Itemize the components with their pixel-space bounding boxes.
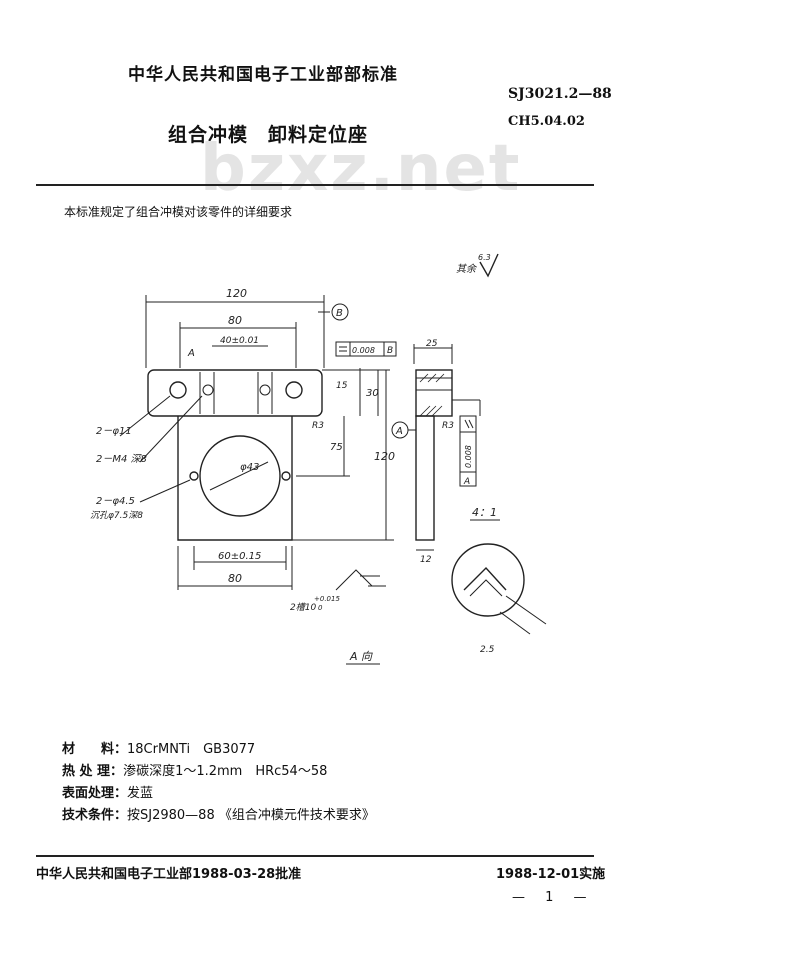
classification-code: CH5.04.02: [508, 114, 585, 129]
view-a-label: A 向: [349, 650, 373, 663]
datum-b-label: B: [336, 308, 343, 319]
issuing-organization: 中华人民共和国电子工业部部标准: [128, 65, 398, 85]
parallelism-tolerance-frame: 0.008 A: [452, 399, 481, 487]
callout-counterbore: 沉孔φ7.5深8: [90, 510, 143, 521]
spec-surface-value: 发蓝: [127, 786, 154, 801]
groove-tolerance: +0.015: [314, 595, 340, 603]
groove-detail: 2槽10 +0.015 0: [290, 569, 386, 613]
dim-40: 40±0.01: [220, 336, 259, 346]
vertical-dimensions: 15 30 75 120 R3: [292, 368, 395, 541]
dim-phi43: φ43: [240, 462, 259, 473]
spec-technical-conditions: 技术条件：按SJ2980—88 《组合冲模元件技术要求》: [62, 804, 375, 823]
roughness-value: 6.3: [478, 253, 491, 262]
groove-label: 2槽10: [290, 602, 316, 613]
dim-30: 30: [366, 388, 379, 399]
dim-12: 12: [420, 555, 432, 565]
callout-m4: 2－M4 深8: [96, 453, 147, 465]
dim-120-vertical: 120: [374, 450, 395, 463]
top-dimensions: 120 80 40±0.01 A: [145, 287, 325, 368]
spec-surface-label: 表面处理：: [62, 786, 128, 801]
dim-r3-side: R3: [442, 421, 454, 431]
dim-2-5: 2.5: [480, 645, 495, 655]
parallelism-ref: A: [463, 477, 470, 487]
intro-text: 本标准规定了组合冲模对该零件的详细要求: [64, 205, 293, 219]
spec-heat-treatment-value: 渗碳深度1～1.2mm HRc54～58: [123, 764, 328, 779]
section-label-a: A: [187, 348, 195, 359]
flatness-tolerance-frame: 0.008 B: [335, 341, 397, 357]
dim-120: 120: [226, 287, 247, 300]
flatness-value: 0.008: [352, 346, 375, 355]
roughness-note: 其余: [456, 263, 478, 275]
page-number: — 1 —: [512, 890, 595, 905]
bottom-dimensions: 60±0.15 80: [177, 546, 293, 590]
watermark: bzxz.net: [200, 132, 522, 206]
dim-15: 15: [336, 381, 348, 391]
dim-60: 60±0.15: [218, 551, 261, 562]
dim-80-top: 80: [228, 314, 242, 327]
effective-date: 1988-12-01实施: [496, 867, 606, 882]
callout-phi45: 2－φ4.5: [96, 496, 135, 507]
groove-tolerance-zero: 0: [318, 604, 323, 612]
part-front-view: φ43: [147, 369, 323, 541]
spec-heat-treatment: 热 处 理：渗碳深度1～1.2mm HRc54～58: [62, 760, 327, 779]
datum-b: B: [318, 303, 349, 321]
spec-surface: 表面处理：发蓝: [62, 782, 153, 801]
spec-material: 材 料：18CrMNTi GB3077: [62, 738, 255, 757]
spec-technical-conditions-label: 技术条件：: [62, 808, 128, 823]
scale-label: 4：1: [472, 506, 497, 519]
detail-view: 4：1 2.5: [451, 506, 547, 655]
header-divider: [36, 184, 594, 186]
dim-80-bottom: 80: [228, 572, 242, 585]
standard-code: SJ3021.2—88: [508, 86, 612, 102]
footer-divider: [36, 855, 594, 857]
roughness-mark: 其余 6.3: [456, 253, 499, 278]
part-side-view: 25 R3 12 A: [391, 339, 454, 565]
dim-r3: R3: [312, 421, 324, 431]
spec-heat-treatment-label: 热 处 理：: [62, 764, 124, 779]
technical-drawing: 其余 6.3 120 80 40±0.01 A B 0.008 B: [90, 253, 547, 665]
approval-note: 中华人民共和国电子工业部1988-03-28批准: [36, 867, 302, 882]
callout-phi11: 2－φ11: [96, 426, 132, 437]
datum-a-label: A: [395, 426, 403, 437]
dim-25: 25: [426, 339, 438, 349]
document-title: 组合冲模 卸料定位座: [168, 124, 369, 146]
parallelism-value: 0.008: [464, 445, 473, 468]
dim-75: 75: [330, 442, 343, 453]
spec-material-label: 材 料：: [62, 742, 128, 757]
spec-material-value: 18CrMNTi GB3077: [127, 742, 256, 757]
hole-callouts: 2－φ11 2－M4 深8 2－φ4.5 沉孔φ7.5深8: [90, 395, 203, 521]
flatness-ref: B: [387, 346, 393, 356]
spec-technical-conditions-value: 按SJ2980—88 《组合冲模元件技术要求》: [127, 808, 375, 823]
